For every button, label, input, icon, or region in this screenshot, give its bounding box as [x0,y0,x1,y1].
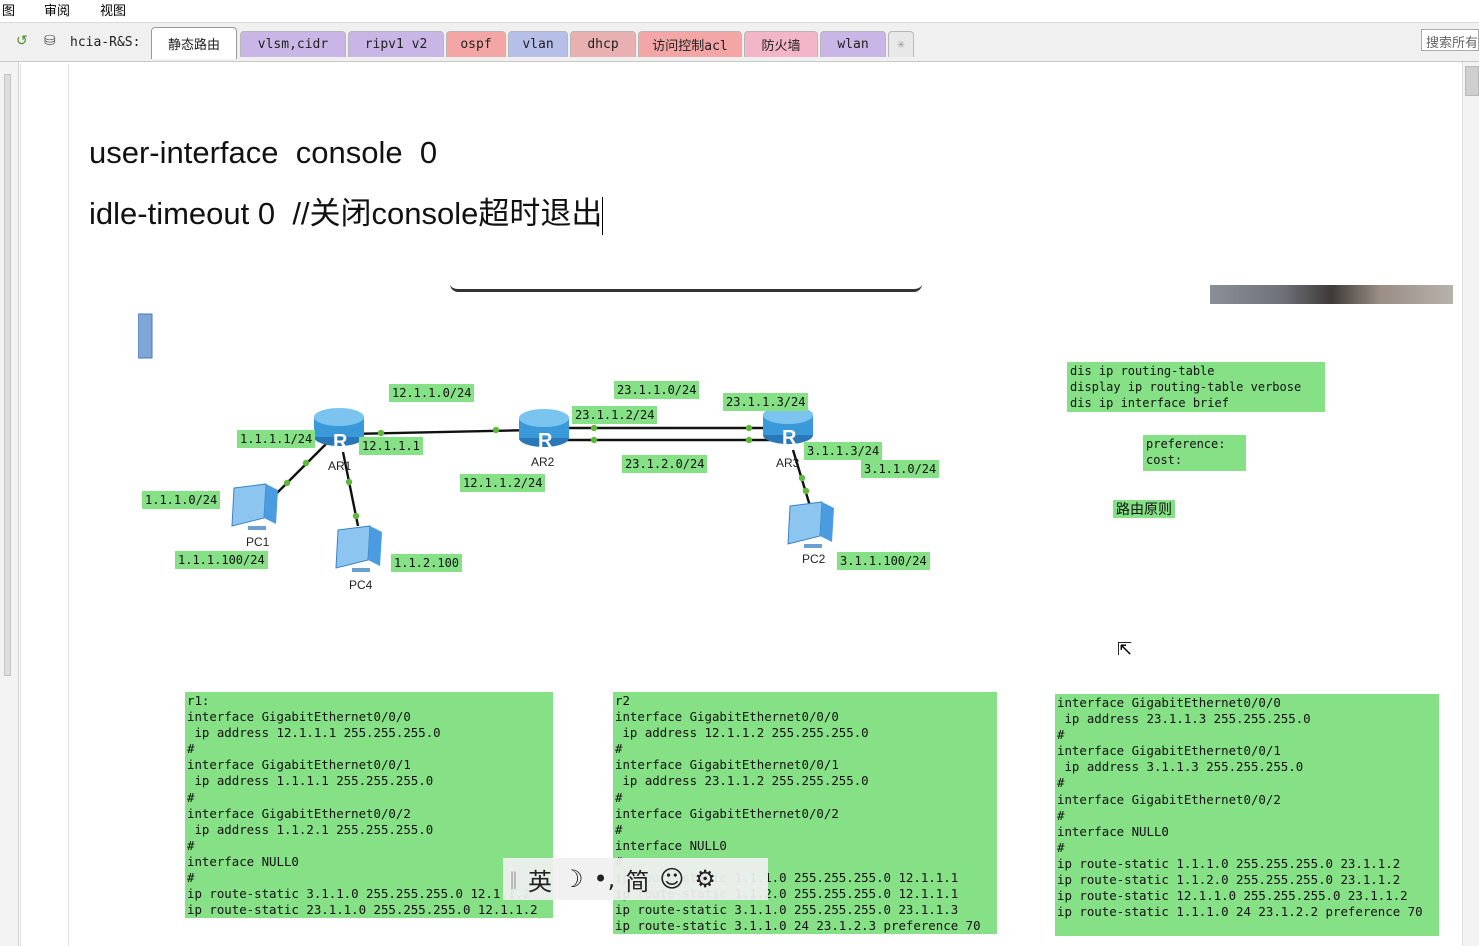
router-ar1-icon: R [314,408,364,453]
text-caret [602,196,604,235]
menu-bar: 图 审阅 视图 [0,0,1479,23]
tab-static-routing[interactable]: 静态路由 [151,27,237,59]
add-section-tab[interactable]: ✳ [888,31,914,57]
label-net-3[interactable]: 3.1.1.0/24 [861,460,940,478]
config-r1[interactable]: r1: interface GigabitEthernet0/0/0 ip ad… [185,692,553,918]
moon-icon[interactable]: ☽ [562,865,584,893]
label-ar2-12[interactable]: 12.1.1.2/24 [460,474,546,492]
device-label-ar3: AR3 [776,456,800,470]
device-label-pc2: PC2 [802,552,826,566]
routing-principle-note[interactable]: 路由原则 [1113,500,1175,518]
device-label-ar1: AR1 [328,459,352,473]
note-line-2-text: idle-timeout 0 //关闭console超时退出 [89,196,603,231]
tab-rip[interactable]: ripv1 v2 [348,31,444,57]
label-pc2-ip[interactable]: 3.1.1.100/24 [837,552,930,570]
topology-links: R R R [138,313,834,572]
emoji-icon[interactable]: ☺ [659,865,685,893]
partial-device-icon [138,313,153,359]
left-scroll-strip [0,62,19,946]
ime-drag-handle[interactable]: ‖ [509,868,518,890]
label-ar1-1[interactable]: 1.1.1.1/24 [237,430,316,448]
page-margin-line [68,64,69,946]
label-ar3-23[interactable]: 23.1.1.3/24 [723,393,809,411]
mouse-pointer-icon: ⇱ [1117,639,1133,660]
tab-acl[interactable]: 访问控制acl [638,31,742,57]
new-tab-icon: ✳ [897,37,905,52]
vertical-scrollbar[interactable] [1462,62,1479,946]
video-overlay [1210,285,1453,304]
preference-cost-note[interactable]: preference: cost: [1143,435,1246,471]
section-tab-bar: ↺ ⛁ hcia-R&S: 静态路由 vlsm,cidr ripv1 v2 os… [0,23,1479,62]
menu-item-review[interactable]: 审阅 [44,4,71,19]
punctuation-toggle[interactable]: •, [593,865,616,893]
ime-language-toggle[interactable]: 英 [528,867,552,896]
device-label-pc1: PC1 [246,535,270,549]
port-dots [283,424,810,520]
script-toggle[interactable]: 简 [625,867,650,896]
label-net-23a[interactable]: 23.1.1.0/24 [614,381,700,399]
command-notes[interactable]: dis ip routing-table display ip routing-… [1067,362,1325,412]
svg-text:R: R [782,427,797,449]
pc2-icon [787,501,834,548]
label-net-12[interactable]: 12.1.1.0/24 [389,384,475,402]
tab-wlan[interactable]: wlan [820,31,886,57]
notebook-icon[interactable]: ⛁ [44,33,56,49]
label-net-1[interactable]: 1.1.1.0/24 [142,491,221,509]
note-line-1[interactable]: user-interface console 0 [89,135,438,170]
device-label-pc4: PC4 [349,578,373,592]
ime-toolbar[interactable]: ‖ 英 ☽ •, 简 ☺ ⚙ [503,858,768,900]
settings-icon[interactable]: ⚙ [694,865,716,893]
label-ar3-3[interactable]: 3.1.1.3/24 [804,442,883,460]
note-line-2[interactable]: idle-timeout 0 //关闭console超时退出 [89,188,604,235]
tab-vlsm-cidr[interactable]: vlsm,cidr [240,31,346,57]
left-scrollbar[interactable] [4,74,11,676]
back-arrow-icon[interactable]: ↺ [16,33,28,49]
config-r3[interactable]: interface GigabitEthernet0/0/0 ip addres… [1055,694,1439,936]
tab-dhcp[interactable]: dhcp [570,31,636,57]
tab-vlan[interactable]: vlan [508,31,568,57]
tab-ospf[interactable]: ospf [446,31,506,57]
svg-text:R: R [333,431,348,453]
label-pc1-ip[interactable]: 1.1.1.100/24 [175,551,268,569]
menu-item-view[interactable]: 视图 [100,4,127,19]
label-pc4-ip[interactable]: 1.1.2.100 [391,554,463,572]
svg-text:R: R [538,430,553,452]
tab-firewall[interactable]: 防火墙 [744,31,818,57]
embedded-image-edge [450,284,922,292]
notebook-section-label[interactable]: hcia-R&S: [70,35,141,50]
network-diagram: R R R AR1 AR2 AR3 [138,304,1453,946]
pc4-icon [335,525,382,572]
scroll-thumb[interactable] [1465,66,1479,96]
label-ar1-12[interactable]: 12.1.1.1 [359,437,423,455]
label-ar2-23[interactable]: 23.1.1.2/24 [572,406,658,424]
pc1-icon [231,483,278,530]
search-input[interactable]: 搜索所有 [1421,29,1479,51]
device-label-ar2: AR2 [531,455,555,469]
label-net-23b[interactable]: 23.1.2.0/24 [622,455,708,473]
link-ar1-ar2 [347,428,534,436]
router-ar2-icon: R [519,409,569,452]
menu-item-draw[interactable]: 图 [2,4,16,19]
